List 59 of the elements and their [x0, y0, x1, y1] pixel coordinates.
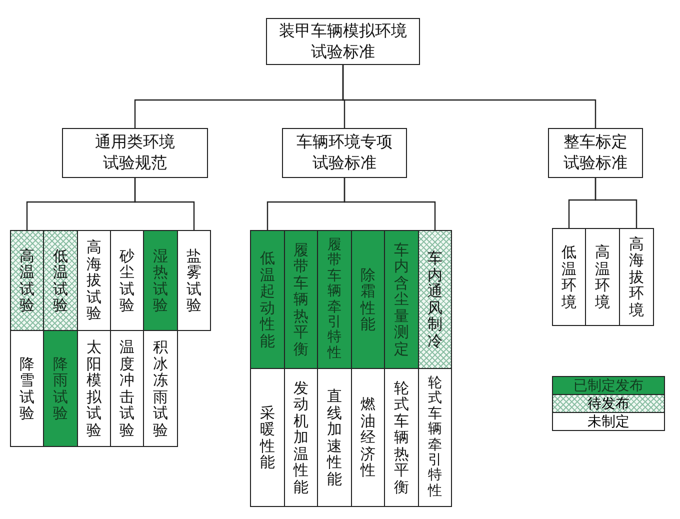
box-label: 通用类环境试验规范	[94, 132, 176, 174]
box-label: 降雨试验	[53, 356, 68, 422]
box-label: 车内含尘量测定	[394, 242, 409, 358]
box-label: 轮式车辆热平衡	[394, 380, 409, 496]
category-box	[548, 128, 643, 178]
connector-line	[344, 178, 436, 230]
box-label: 低温起动性能	[260, 250, 275, 349]
box-label: 太阳模拟试验	[86, 339, 102, 438]
standard-box	[177, 230, 211, 331]
legend-label: 待发布	[588, 394, 630, 412]
box-label: 低温试验	[53, 248, 68, 314]
box-label: 燃油经济性	[360, 396, 376, 479]
standard-box	[250, 368, 285, 507]
box-label: 直线加速性能	[327, 388, 342, 487]
standard-box	[418, 230, 452, 369]
standard-box	[10, 330, 44, 447]
connector-line	[594, 178, 638, 228]
box-label: 高温试验	[20, 248, 34, 314]
box-label: 装甲车辆模拟环境试验标准	[278, 20, 408, 62]
standard-box	[552, 228, 586, 326]
box-label: 温度冲击试验	[120, 339, 134, 438]
standard-box	[143, 230, 178, 331]
box-label: 发动机加温性能	[294, 380, 308, 496]
box-label: 降雪试验	[20, 356, 34, 422]
standard-box	[418, 368, 452, 507]
box-label: 高海拔环境	[629, 236, 644, 318]
box-label: 低温环境	[562, 244, 576, 310]
box-label: 砂尘试验	[120, 248, 134, 314]
box-label: 整车标定试验标准	[562, 132, 628, 174]
box-label: 轮式车辆牵引特性	[428, 376, 442, 500]
box-label: 湿热试验	[153, 248, 168, 314]
box-label: 履带车辆热平衡	[294, 242, 308, 358]
box-label: 除霜性能	[360, 266, 376, 332]
category-box	[266, 18, 420, 65]
standard-box	[250, 230, 285, 369]
standard-box	[43, 230, 78, 331]
category-box	[62, 128, 208, 178]
connector-line	[134, 178, 195, 230]
standard-box	[317, 230, 352, 369]
connector-line	[342, 65, 596, 128]
standard-box	[143, 330, 178, 447]
standard-box	[10, 230, 44, 331]
box-label: 高海拔试验	[86, 239, 102, 322]
box-label: 履带车辆牵引特性	[328, 238, 342, 362]
standard-box	[284, 230, 318, 369]
box-label: 积冰冻雨试验	[153, 339, 168, 438]
box-label: 车内通风制冷	[428, 250, 442, 349]
standard-box	[384, 230, 419, 369]
category-box	[282, 128, 407, 178]
standard-box	[43, 330, 78, 447]
box-label: 高温环境	[595, 244, 610, 310]
legend-label: 未制定	[588, 412, 630, 430]
standard-box	[619, 228, 654, 326]
standard-box	[351, 230, 385, 369]
box-label: 盐雾试验	[186, 248, 202, 314]
legend-label: 已制定发布	[574, 376, 644, 394]
standard-box	[585, 228, 620, 326]
box-label: 车辆环境专项试验标准	[296, 132, 394, 174]
box-label: 采暖性能	[260, 404, 275, 470]
